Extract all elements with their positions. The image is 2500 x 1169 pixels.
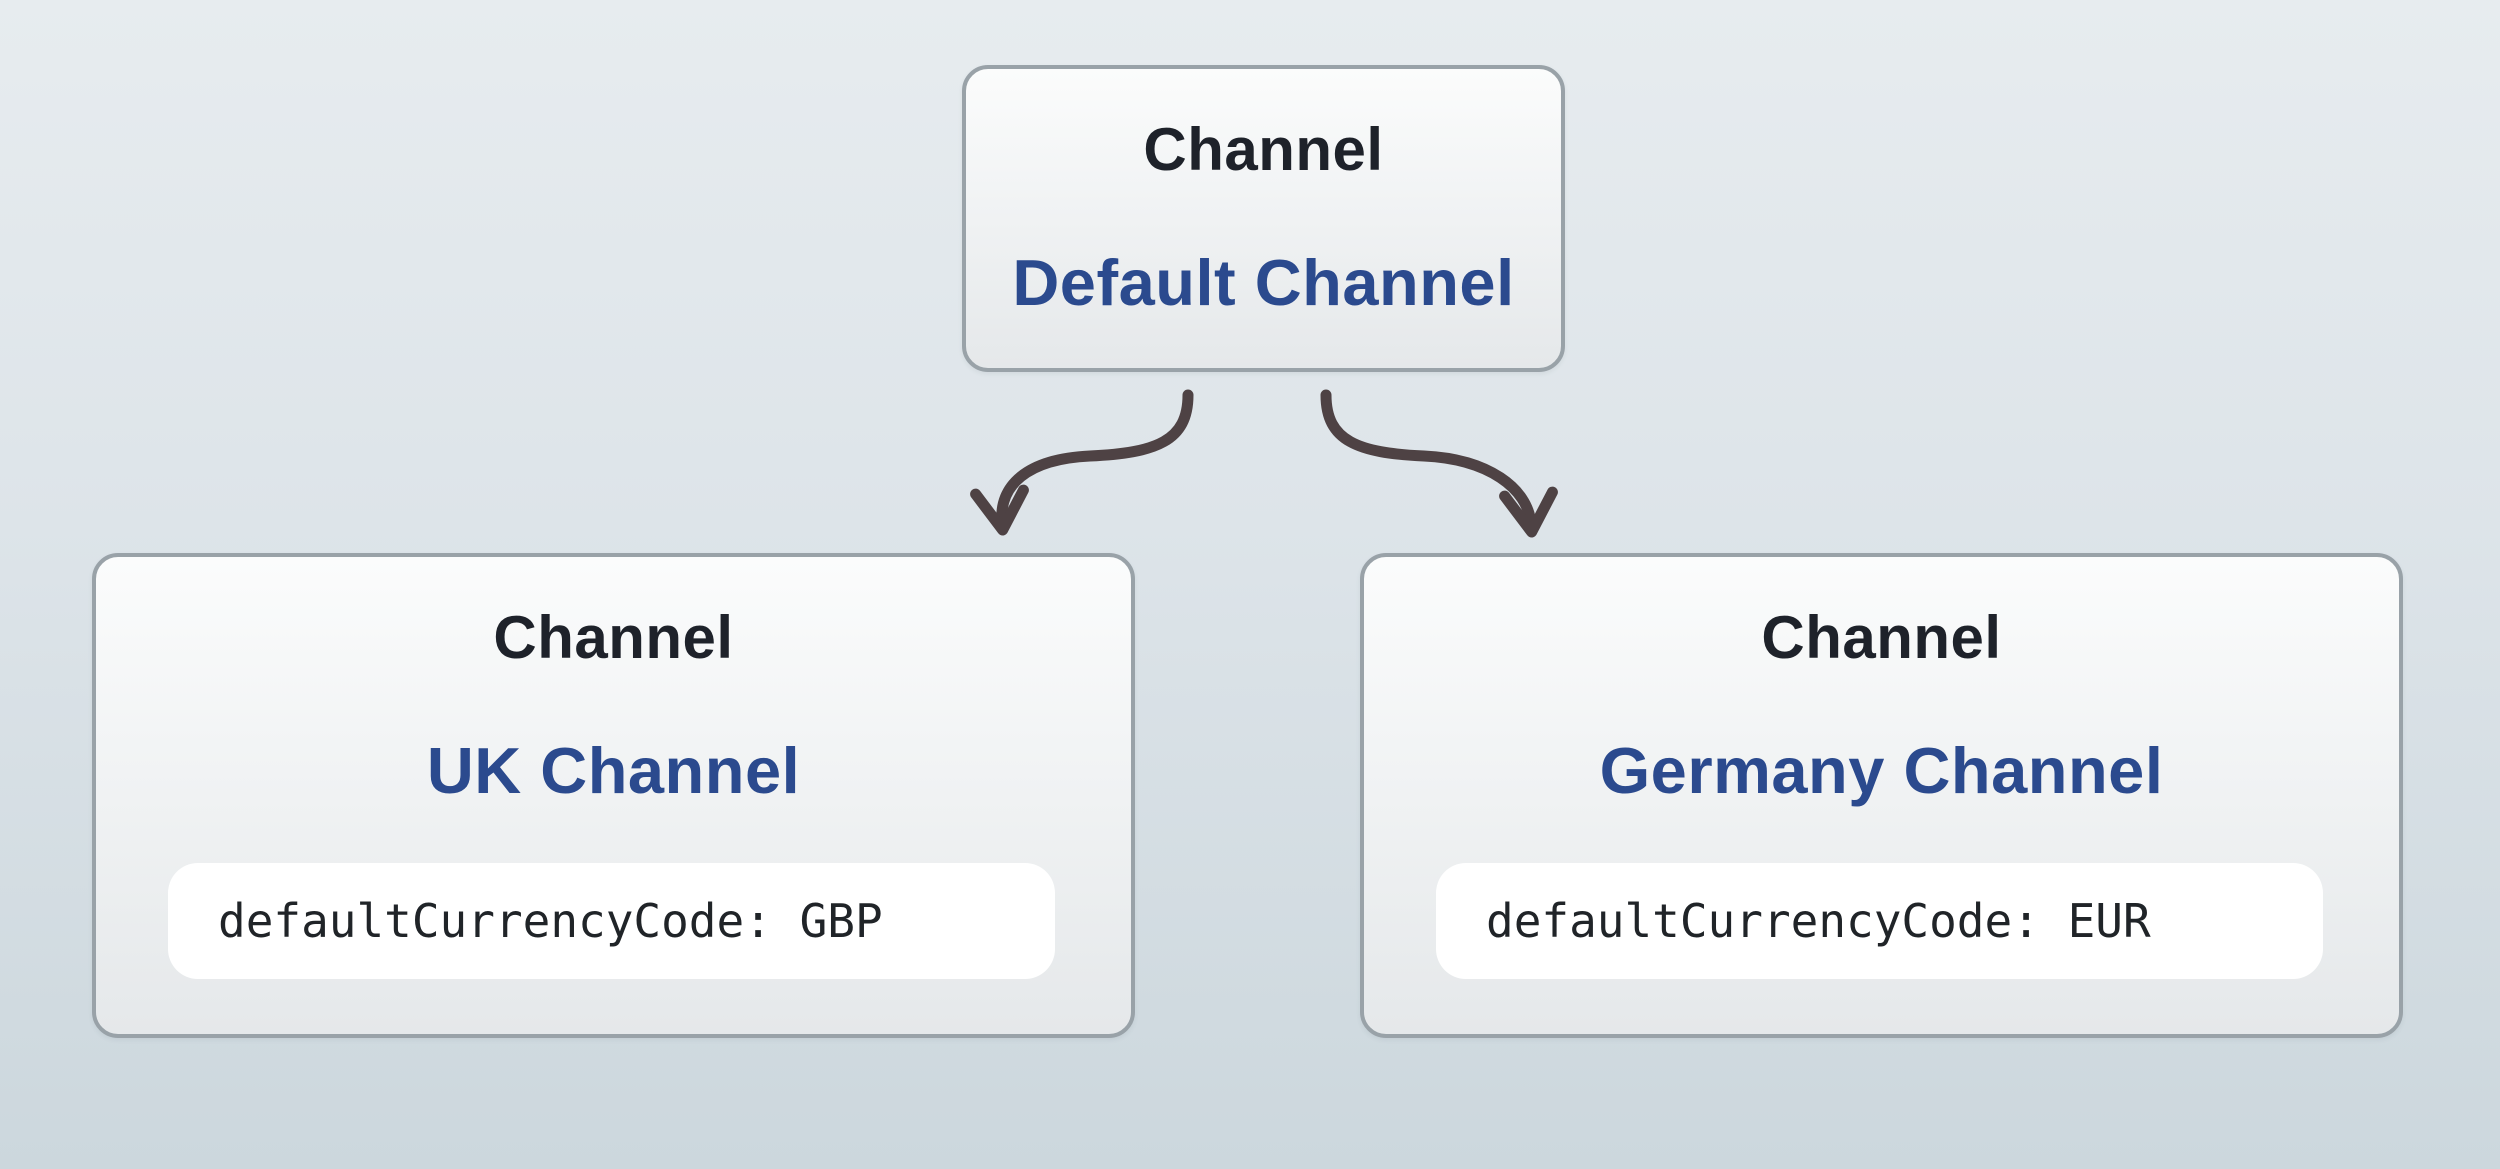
arrow-parent-to-uk [970,389,1194,536]
node-type-label: Channel [1143,116,1384,183]
currency-code-text: defaultCurrencyCode: GBP [218,894,883,948]
currency-code-text: defaultCurrencyCode: EUR [1486,894,2151,948]
default-channel-node: Channel Default Channel [962,65,1565,372]
germany-channel-node: Channel Germany Channel defaultCurrencyC… [1360,553,2403,1038]
arrow-parent-to-germany [1320,389,1558,538]
currency-code-chip: defaultCurrencyCode: GBP [168,863,1055,979]
node-name-label: Default Channel [1012,246,1515,319]
node-type-label: Channel [1761,604,2002,671]
currency-code-chip: defaultCurrencyCode: EUR [1436,863,2323,979]
node-type-label: Channel [493,604,734,671]
node-name-label: UK Channel [426,734,801,807]
uk-channel-node: Channel UK Channel defaultCurrencyCode: … [92,553,1135,1038]
node-name-label: Germany Channel [1599,734,2164,807]
